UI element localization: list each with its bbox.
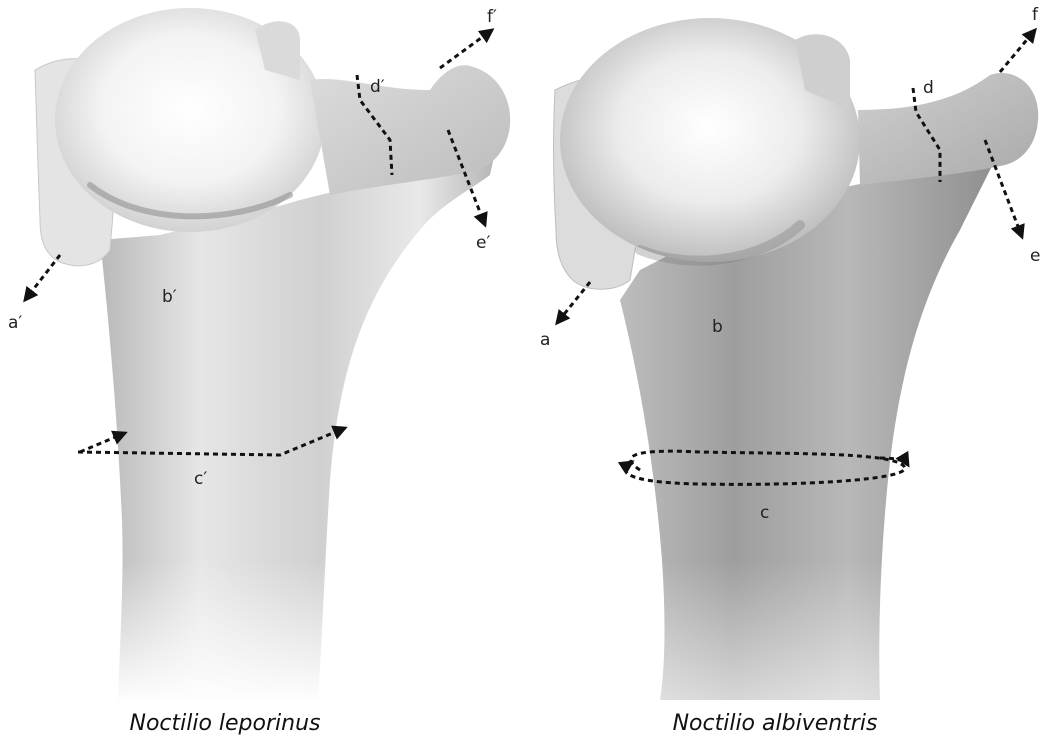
arrow-f-left [440, 30, 492, 68]
arrow-a-right [557, 282, 590, 323]
label-c-left: c′ [194, 469, 207, 489]
label-a-left: a′ [8, 313, 22, 333]
label-e-left: e′ [476, 233, 490, 253]
label-f-right: f [1032, 5, 1039, 25]
caption-left: Noctilio leporinus [129, 711, 320, 736]
label-b-right: b [712, 317, 723, 337]
label-d-left: d′ [370, 77, 385, 97]
label-c-right: c [760, 503, 769, 523]
label-e-right: e [1030, 246, 1040, 266]
caption-right: Noctilio albiventris [673, 711, 878, 736]
label-d-right: d [923, 78, 934, 98]
label-b-left: b′ [162, 287, 177, 307]
bone-right [554, 18, 1039, 705]
arrow-f-right [1000, 30, 1035, 72]
bone-right-process [858, 73, 1038, 185]
label-f-left: f′ [487, 7, 497, 27]
label-a-right: a [540, 330, 550, 350]
bone-left [35, 8, 510, 705]
arrow-a-left [25, 255, 60, 300]
